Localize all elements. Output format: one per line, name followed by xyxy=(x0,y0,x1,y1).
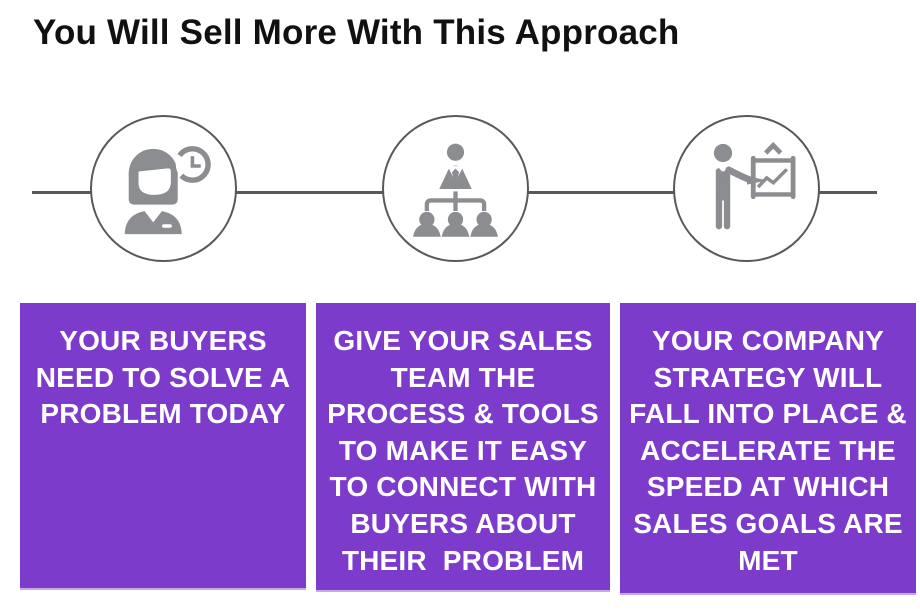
page-title: You Will Sell More With This Approach xyxy=(33,13,680,52)
sales-team-org-chart-icon xyxy=(413,143,498,237)
step-circle-strategy xyxy=(673,115,820,262)
step-circle-sales-team xyxy=(382,115,529,262)
buyer-with-clock-icon xyxy=(124,145,211,234)
strategy-presentation-icon xyxy=(713,141,795,229)
step-circle-buyers xyxy=(90,115,237,262)
